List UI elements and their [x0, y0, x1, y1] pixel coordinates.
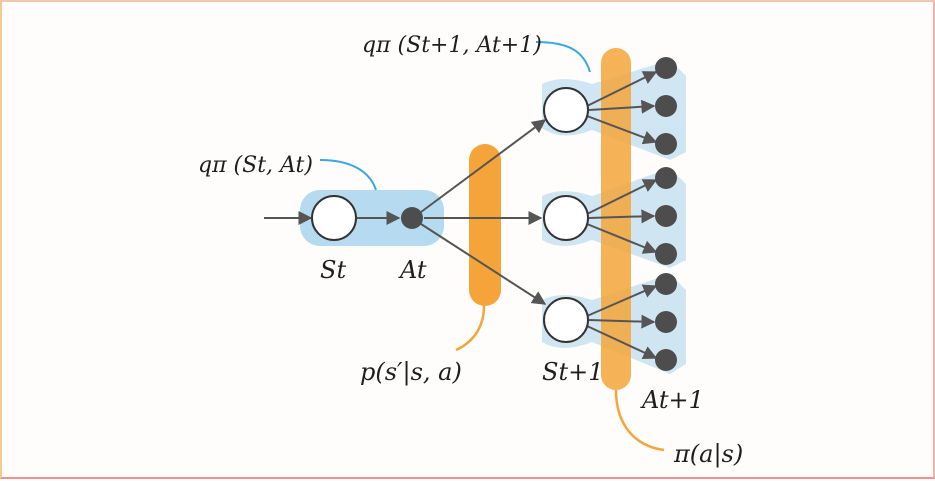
leader-pi — [614, 389, 665, 452]
policy-arrows — [586, 71, 658, 360]
label-q-st-at: qπ (St, At) — [198, 153, 313, 178]
label-st: St — [320, 256, 346, 284]
label-policy: π(a|s) — [673, 440, 743, 469]
policy-bar — [601, 48, 631, 390]
arrow-at-s3 — [420, 223, 547, 305]
arrow-at-s1 — [420, 119, 547, 213]
leader-q-st-at — [319, 159, 377, 191]
label-q-st1-at1: qπ (St+1, At+1) — [362, 33, 542, 58]
state-node-st1-a — [543, 87, 589, 133]
transition-bar — [469, 144, 501, 306]
label-st1: St+1 — [542, 358, 603, 386]
state-node-st1-b — [543, 195, 589, 241]
state-node-st1-c — [543, 297, 589, 343]
action-nodes-at1 — [655, 57, 677, 371]
label-at: At — [398, 256, 427, 284]
label-p-transition: p(s′|s, a) — [360, 358, 462, 387]
leader-p — [455, 305, 486, 352]
state-node-st — [311, 195, 357, 241]
leader-q-st1-at1 — [535, 41, 591, 73]
label-at1: At+1 — [640, 386, 704, 414]
action-node-at — [401, 207, 423, 229]
